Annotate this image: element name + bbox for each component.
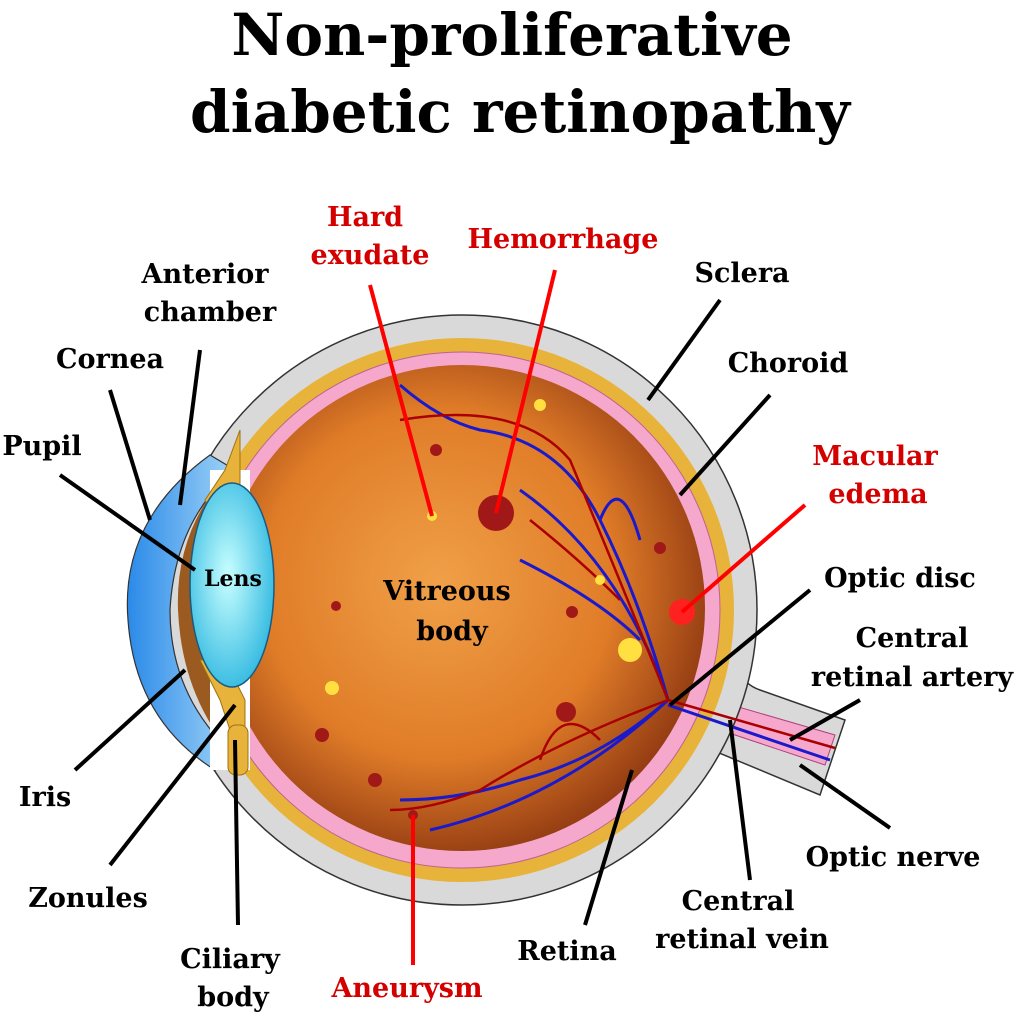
- label-optic-nerve: Optic nerve: [806, 842, 981, 873]
- label-vitreous-1: Vitreous: [382, 576, 510, 607]
- label-zonules: Zonules: [28, 883, 148, 914]
- label-retina: Retina: [517, 936, 616, 967]
- label-central-retinal-artery-1: Central: [856, 623, 969, 654]
- retinal-vessels: [389, 383, 836, 832]
- label-ciliary-body-1: Ciliary: [180, 944, 281, 975]
- lens: [189, 482, 275, 688]
- label-sclera: Sclera: [694, 258, 789, 289]
- label-macular-edema-1: Macular: [812, 441, 938, 472]
- label-hemorrhage: Hemorrhage: [468, 224, 659, 255]
- label-hard-exudate-2: exudate: [311, 240, 430, 271]
- label-central-retinal-vein-1: Central: [682, 886, 795, 917]
- vitreous-body: [219, 365, 705, 851]
- label-ciliary-body-2: body: [197, 982, 270, 1013]
- label-vitreous-2: body: [416, 616, 489, 647]
- label-hard-exudate-1: Hard: [327, 202, 403, 233]
- label-pupil: Pupil: [2, 431, 81, 462]
- label-aneurysm: Aneurysm: [330, 973, 482, 1004]
- label-cornea: Cornea: [56, 344, 164, 375]
- title-line-1: Non-proliferative: [231, 1, 792, 69]
- label-anterior-chamber-2: chamber: [144, 297, 277, 328]
- label-central-retinal-vein-2: retinal vein: [655, 924, 829, 955]
- label-anterior-chamber-1: Anterior: [141, 259, 270, 290]
- label-iris: Iris: [19, 782, 71, 813]
- label-central-retinal-artery-2: retinal artery: [811, 662, 1015, 693]
- title-line-2: diabetic retinopathy: [190, 78, 852, 146]
- leader-lines: [58, 269, 892, 965]
- label-macular-edema-2: edema: [828, 479, 927, 510]
- label-optic-disc: Optic disc: [824, 563, 976, 594]
- label-choroid: Choroid: [728, 348, 849, 379]
- label-lens: Lens: [204, 566, 262, 592]
